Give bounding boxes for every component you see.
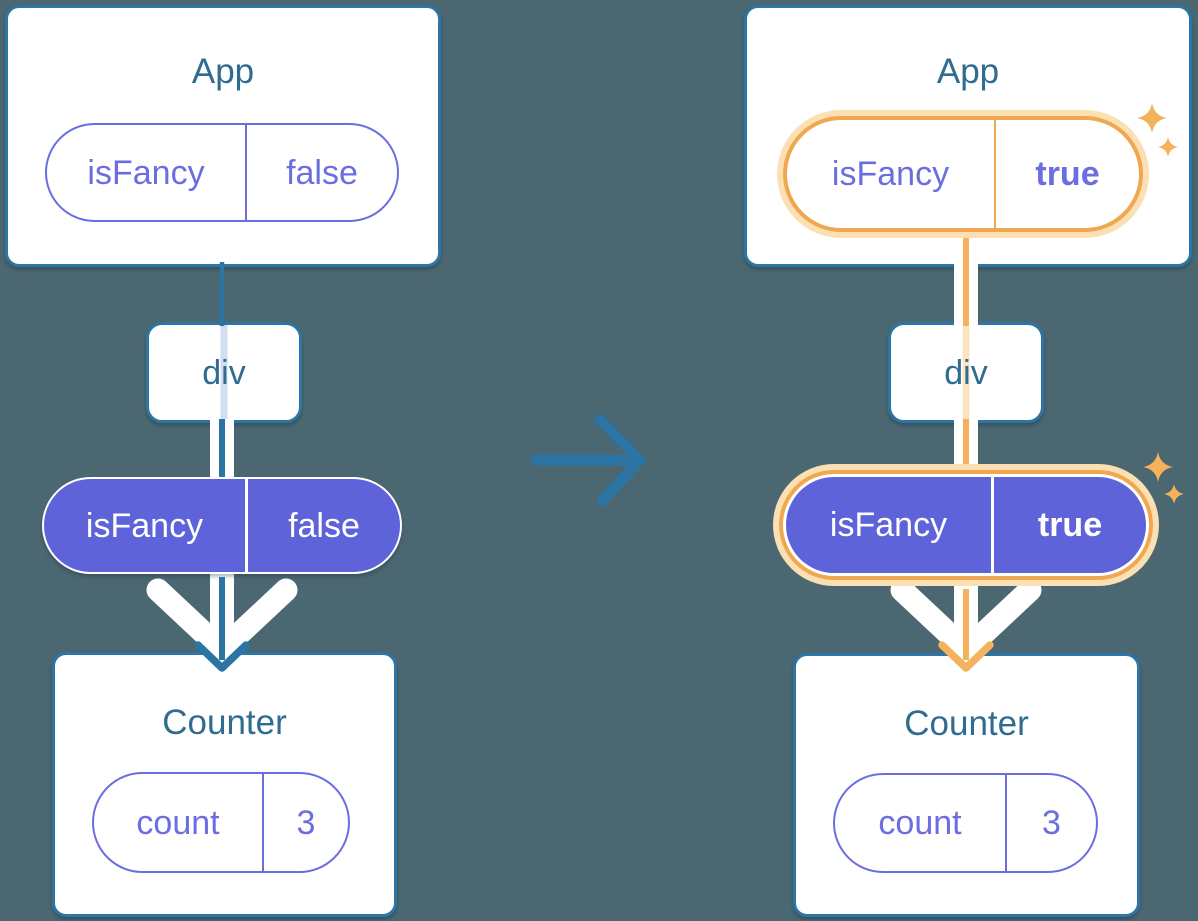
prop-value: false bbox=[288, 506, 360, 545]
passed-prop-pill-before: isFancy false bbox=[42, 477, 402, 574]
prop-name: isFancy bbox=[787, 120, 996, 228]
div-label: div bbox=[944, 353, 988, 392]
state-name: count bbox=[94, 774, 264, 871]
passed-prop-pill-after: isFancy true bbox=[786, 477, 1146, 573]
sparkle-icon bbox=[1137, 103, 1167, 133]
prop-pill-app-after: isFancy true bbox=[783, 116, 1143, 232]
prop-name: isFancy bbox=[47, 125, 247, 220]
prop-trace-line bbox=[220, 325, 228, 420]
state-value: 3 bbox=[296, 803, 316, 842]
prop-pill-app-before: isFancy false bbox=[45, 123, 399, 222]
state-value: 3 bbox=[1042, 804, 1061, 842]
arrow-down-icon bbox=[194, 577, 250, 672]
prop-stem-line bbox=[963, 228, 969, 268]
sparkle-icon bbox=[1143, 452, 1173, 482]
arrow-right-icon bbox=[531, 414, 646, 507]
div-label: div bbox=[202, 353, 246, 392]
state-pill-before: count 3 bbox=[92, 772, 350, 873]
prop-value: true bbox=[1035, 155, 1100, 193]
prop-value: true bbox=[1037, 506, 1103, 544]
sparkle-icon bbox=[1158, 137, 1178, 157]
prop-trace-line bbox=[962, 325, 970, 420]
state-name: count bbox=[835, 775, 1007, 871]
prop-value: false bbox=[286, 153, 358, 192]
state-pill-after: count 3 bbox=[833, 773, 1098, 873]
prop-name: isFancy bbox=[786, 477, 994, 573]
sparkle-icon bbox=[1164, 484, 1184, 504]
component-title: Counter bbox=[162, 703, 287, 742]
component-title: App bbox=[936, 52, 1000, 91]
prop-name: isFancy bbox=[44, 479, 248, 572]
component-title: Counter bbox=[904, 704, 1029, 743]
arrow-down-icon bbox=[938, 589, 994, 672]
component-title: App bbox=[191, 52, 255, 91]
